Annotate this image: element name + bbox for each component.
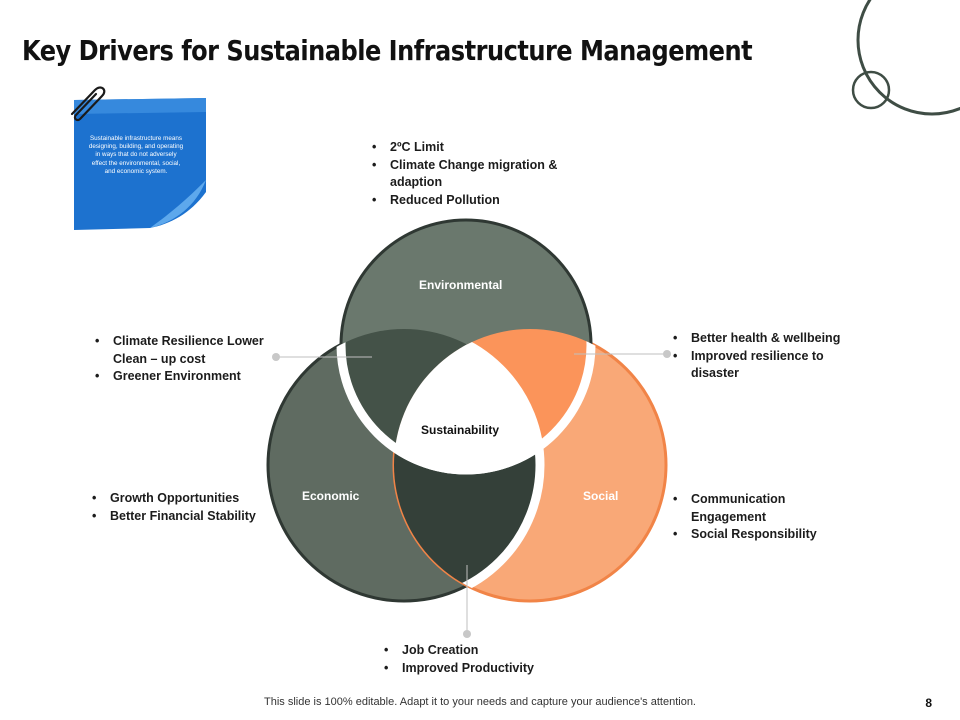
- bullets-top: 2ºC Limit Climate Change migration & ada…: [370, 139, 570, 209]
- bullets-left-lower: Growth Opportunities Better Financial St…: [90, 490, 280, 525]
- page-number: 8: [925, 696, 932, 710]
- list-item: Social Responsibility: [671, 526, 831, 544]
- footer-note: This slide is 100% editable. Adapt it to…: [264, 696, 696, 708]
- list-item: Greener Environment: [93, 368, 278, 386]
- list-item: Reduced Pollution: [370, 192, 570, 210]
- list-item: Improved Productivity: [382, 660, 582, 678]
- label-sustainability: Sustainability: [421, 423, 500, 437]
- list-item: Better Financial Stability: [90, 508, 280, 526]
- list-item: Climate Change migration & adaption: [370, 157, 570, 192]
- list-item: Communication Engagement: [671, 491, 831, 526]
- list-item: Climate Resilience Lower Clean – up cost: [93, 333, 278, 368]
- note-text: Sustainable infrastructure means designi…: [88, 135, 184, 175]
- label-social: Social: [583, 489, 619, 503]
- label-environmental: Environmental: [419, 278, 503, 292]
- list-item: Job Creation: [382, 642, 582, 660]
- list-item: Growth Opportunities: [90, 490, 280, 508]
- label-economic: Economic: [302, 489, 360, 503]
- bullets-right-lower: Communication Engagement Social Responsi…: [671, 491, 831, 544]
- bullets-bottom: Job Creation Improved Productivity: [382, 642, 582, 677]
- list-item: 2ºC Limit: [370, 139, 570, 157]
- page-title: Key Drivers for Sustainable Infrastructu…: [22, 34, 753, 67]
- list-item: Better health & wellbeing: [671, 330, 856, 348]
- list-item: Improved resilience to disaster: [671, 348, 856, 383]
- bullets-right-upper: Better health & wellbeing Improved resil…: [671, 330, 856, 383]
- bullets-left-upper: Climate Resilience Lower Clean – up cost…: [93, 333, 278, 386]
